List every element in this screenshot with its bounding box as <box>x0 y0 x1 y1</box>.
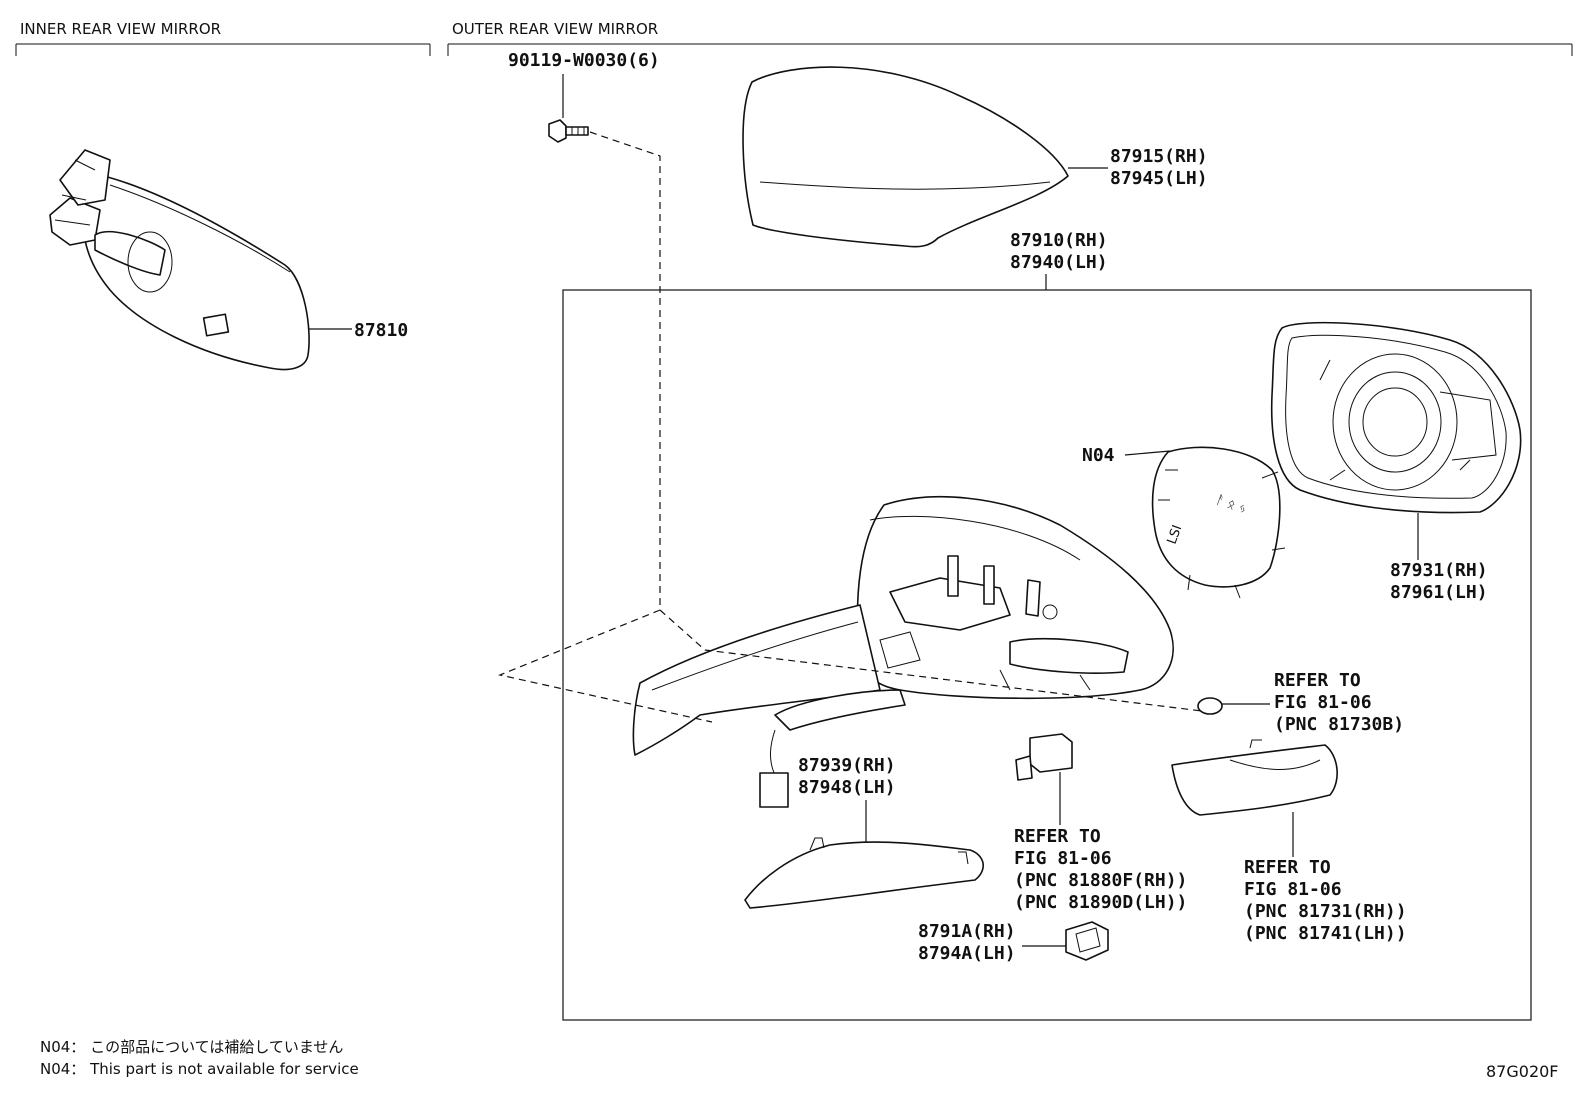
label-90119: 90119-W0030(6) <box>508 50 660 71</box>
leader-N04 <box>1124 450 1171 456</box>
section-title-outer: OUTER REAR VIEW MIRROR <box>452 20 658 38</box>
section-bracket-outer <box>447 43 1573 56</box>
ref-sensor-line4: (PNC 81890D(LH)) <box>1014 892 1187 913</box>
label-87910: 87910(RH) <box>1010 230 1108 251</box>
ref-lamp-line2: FIG 81-06 <box>1244 879 1342 900</box>
section-title-inner: INNER REAR VIEW MIRROR <box>20 20 221 38</box>
ref-bulb-line3: (PNC 81730B) <box>1274 714 1404 735</box>
actuator-drawing: ᚨ ᛟ ᛃ LSI <box>1151 446 1286 599</box>
mirror-glass-drawing <box>1270 321 1522 514</box>
label-87915: 87915(RH) <box>1110 146 1208 167</box>
ref-bulb-line1: REFER TO <box>1274 670 1361 691</box>
mirror-cover-drawing <box>742 66 1069 248</box>
note-japanese: N04： この部品については補給していません <box>40 1038 343 1056</box>
label-87948: 87948(LH) <box>798 777 896 798</box>
sensor-drawing <box>1015 733 1073 781</box>
svg-text:LSI: LSI <box>1165 523 1186 546</box>
mirror-body-drawing <box>632 496 1174 808</box>
ref-sensor-line2: FIG 81-06 <box>1014 848 1112 869</box>
assembly-outline-box <box>562 289 1532 1021</box>
label-87940: 87940(LH) <box>1010 252 1108 273</box>
screw-guide-line <box>589 131 661 610</box>
label-8794A: 8794A(LH) <box>918 943 1016 964</box>
ref-bulb-line2: FIG 81-06 <box>1274 692 1372 713</box>
lower-cover-drawing <box>744 837 984 909</box>
ref-lamp-line3: (PNC 81731(RH)) <box>1244 901 1407 922</box>
ref-sensor-line3: (PNC 81880F(RH)) <box>1014 870 1187 891</box>
ref-sensor-line1: REFER TO <box>1014 826 1101 847</box>
turn-lamp-drawing <box>1171 739 1338 816</box>
label-87931: 87931(RH) <box>1390 560 1488 581</box>
section-bracket-inner <box>15 43 431 56</box>
screw-drawing <box>548 119 589 143</box>
label-87810: 87810 <box>354 320 408 341</box>
label-87945: 87945(LH) <box>1110 168 1208 189</box>
label-87961: 87961(LH) <box>1390 582 1488 603</box>
inner-mirror-drawing <box>49 149 310 371</box>
label-N04: N04 <box>1082 445 1115 466</box>
note-english: N04： This part is not available for serv… <box>40 1060 359 1078</box>
body-guide-lines <box>497 609 1211 723</box>
clip-drawing <box>1065 921 1109 961</box>
figure-code: 87G020F <box>1486 1062 1559 1081</box>
bulb-drawing <box>1197 697 1223 715</box>
ref-lamp-line1: REFER TO <box>1244 857 1331 878</box>
label-8791A: 8791A(RH) <box>918 921 1016 942</box>
ref-lamp-line4: (PNC 81741(LH)) <box>1244 923 1407 944</box>
label-87939: 87939(RH) <box>798 755 896 776</box>
